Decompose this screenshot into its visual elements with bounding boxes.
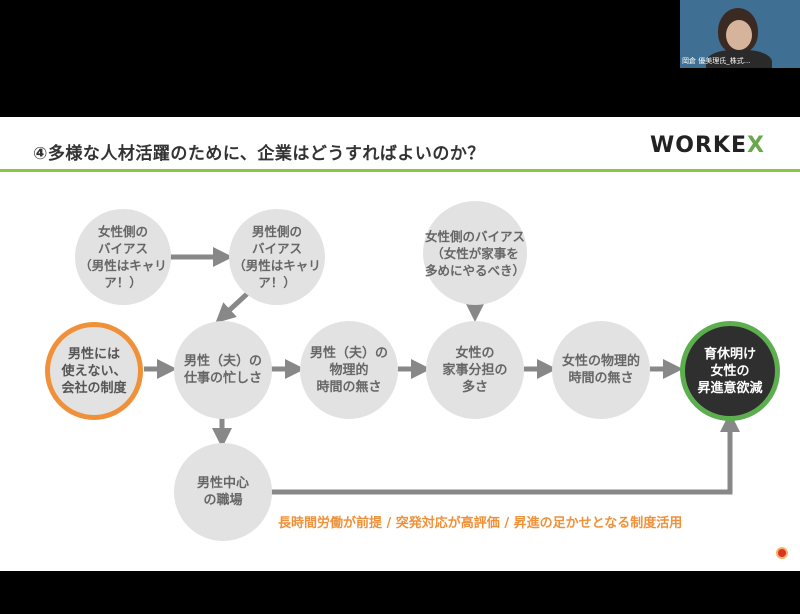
node-male-workplace: 男性中心 の職場 (174, 443, 272, 541)
node-female-bias: 女性側の バイアス （男性はキャリア！） (75, 209, 171, 305)
node-female-no-time: 女性の物理的 時間の無さ (552, 321, 650, 419)
arrow-layer (144, 247, 740, 495)
slide-title: ④多様な人材活躍のために、企業はどうすればよいのか？ (33, 144, 485, 164)
participant-label: 岡倉 優美理氏_株式... (682, 57, 751, 65)
arrow-workplace-to-outcome (270, 412, 740, 495)
node-husband-no-time: 男性（夫）の 物理的 時間の無さ (300, 321, 398, 419)
company-logo: WORKEX (650, 133, 765, 158)
node-husband-busy: 男性（夫）の 仕事の忙しさ (174, 321, 272, 419)
caption-workplace-factors: 長時間労働が前提 / 突発対応が高評価 / 昇進の足かせとなる制度活用 (278, 516, 683, 531)
recording-indicator-icon (776, 547, 788, 559)
node-male-bias: 男性側の バイアス （男性はキャリア！） (229, 209, 325, 305)
slide: ④多様な人材活躍のために、企業はどうすればよいのか？ WORKEX 女性側の バ… (0, 117, 800, 571)
node-female-housework-bias: 女性側のバイアス （女性が家事を 多めにやるべき） (423, 201, 527, 305)
arrow-male-bias-to-husband-busy (215, 291, 250, 324)
participant-video: 岡倉 優美理氏_株式... (680, 0, 800, 68)
node-male-company-system: 男性には 使えない、 会社の制度 (45, 322, 143, 420)
node-female-share-more: 女性の 家事分担の 多さ (426, 321, 524, 419)
node-outcome: 育休明け 女性の 昇進意欲減 (680, 321, 780, 421)
title-divider (0, 169, 800, 172)
